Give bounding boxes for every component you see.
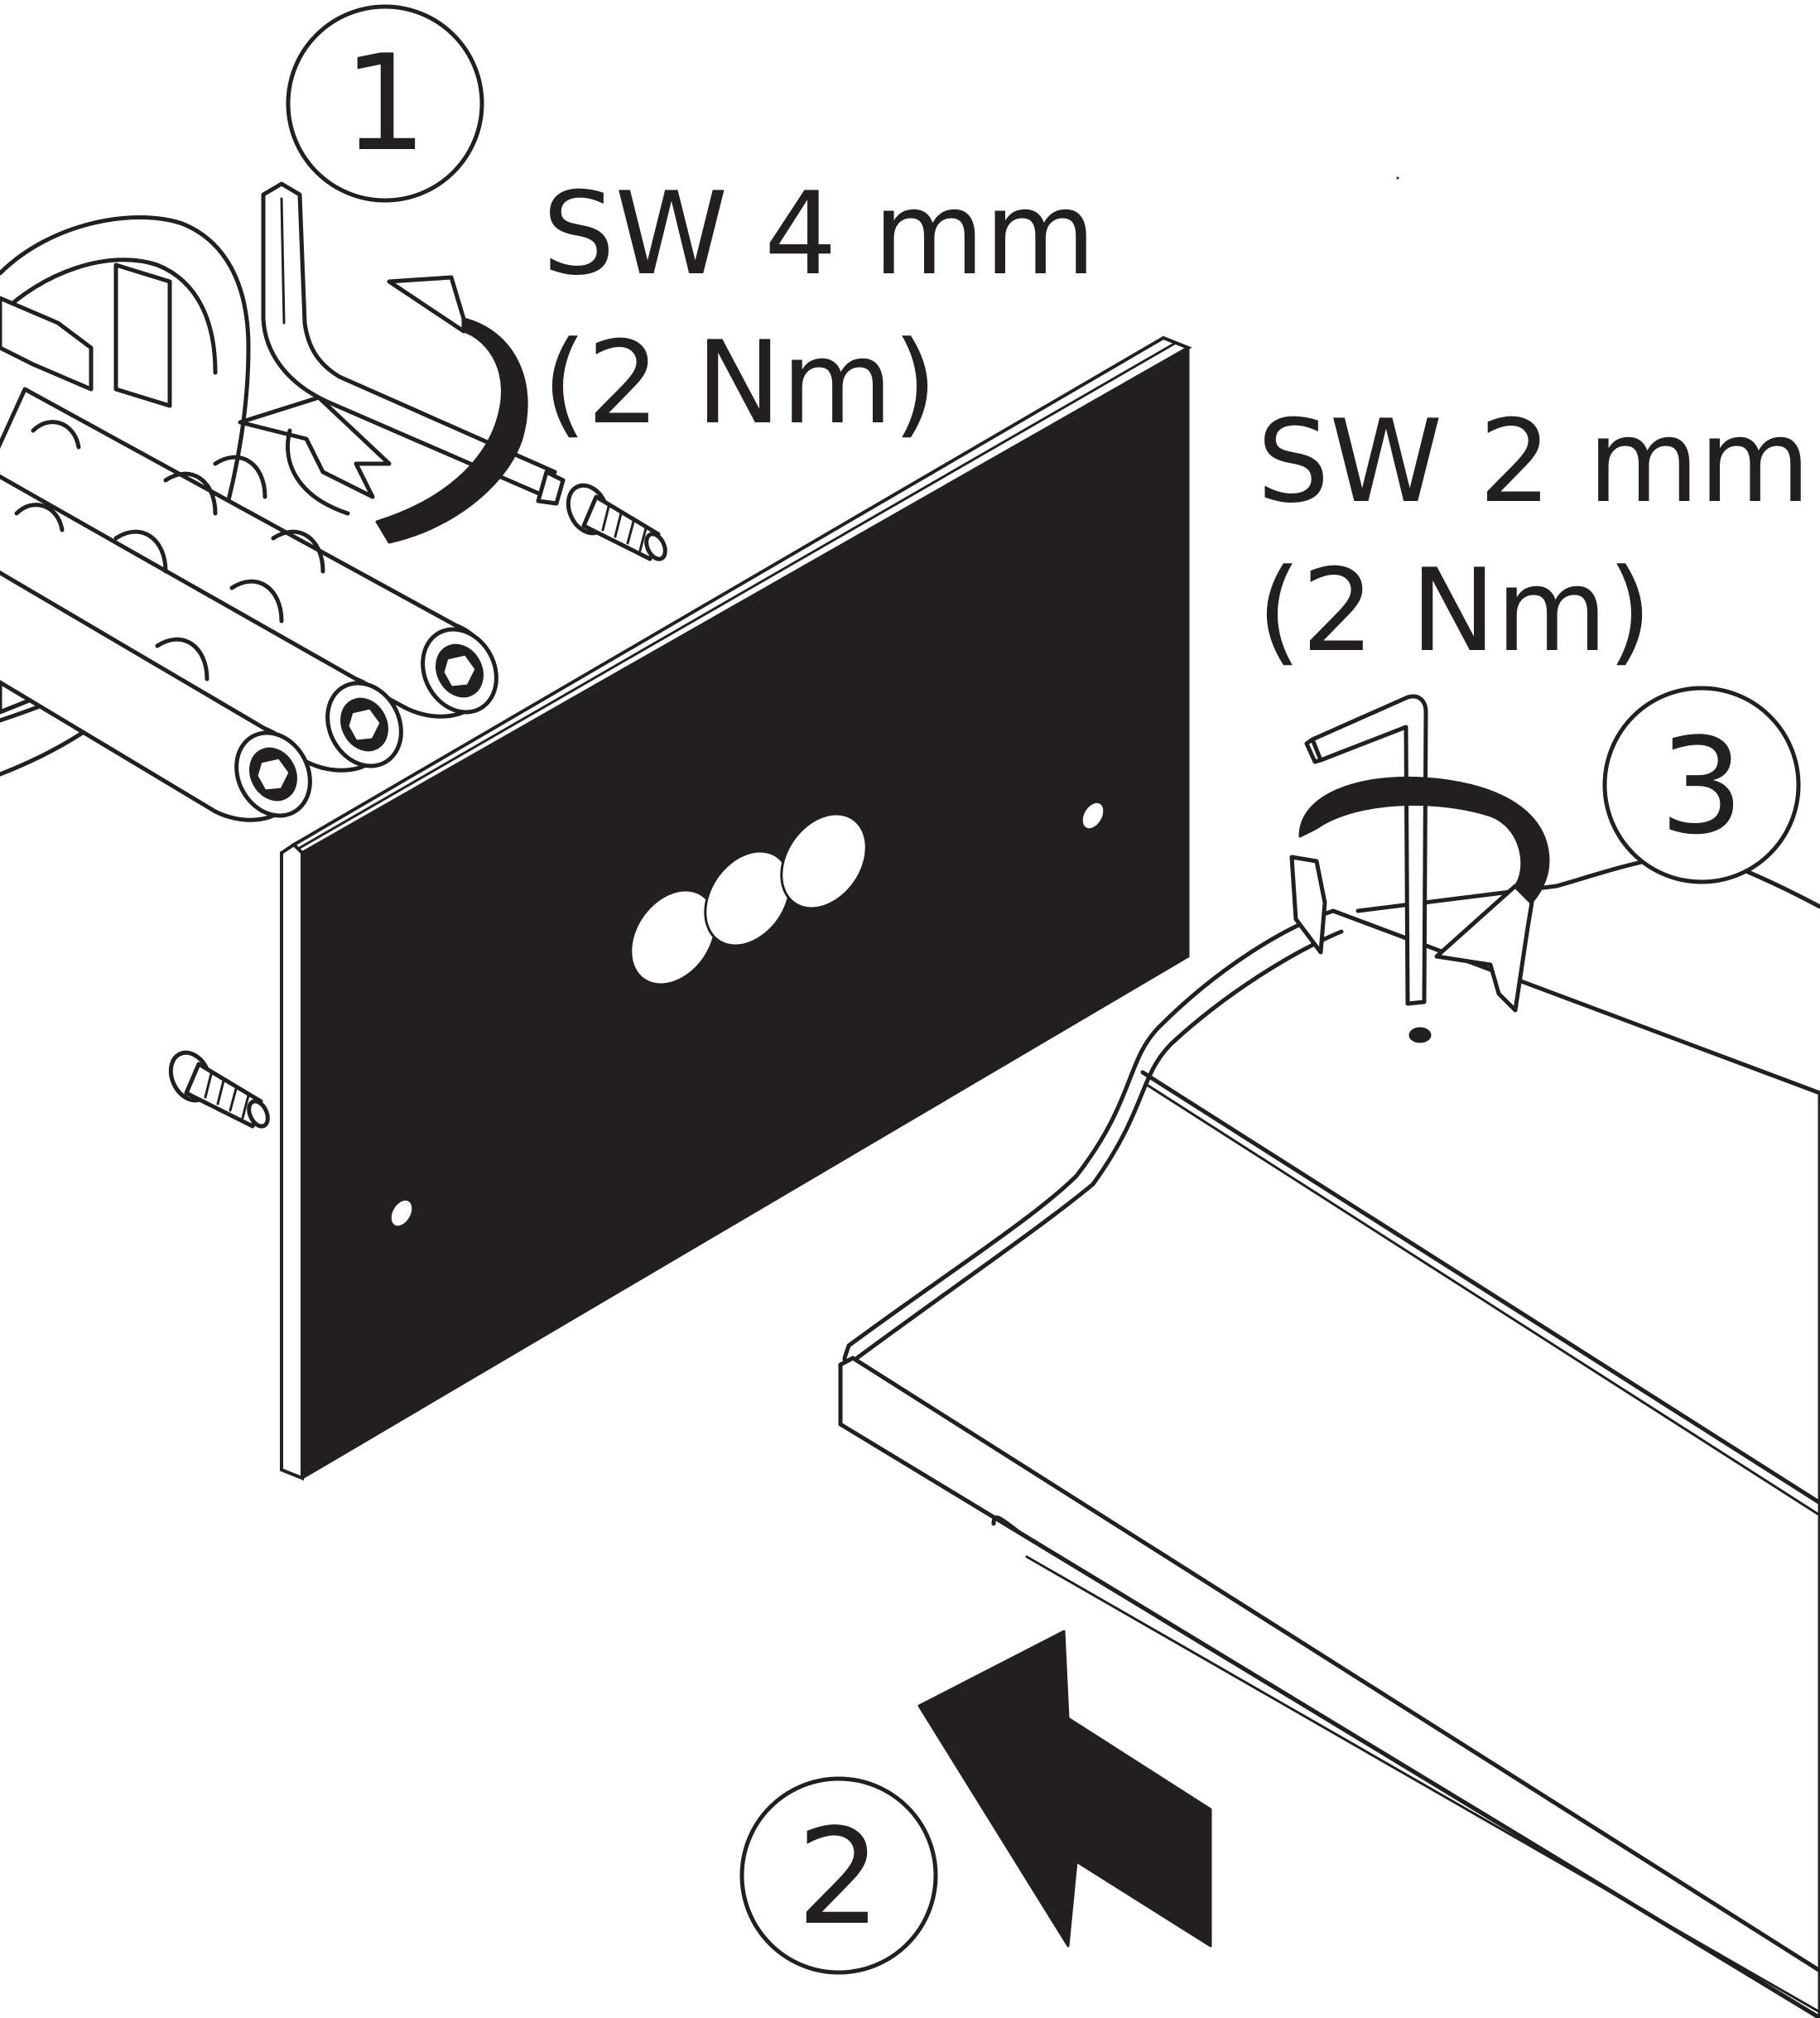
screw-upper: [566, 483, 667, 561]
rotation-arrow-large: [238, 275, 528, 544]
step-2-marker: 2: [739, 1776, 938, 1975]
cover-plate: [280, 335, 1192, 1481]
push-arrow: [917, 1630, 1212, 1948]
hex-key-large: [261, 181, 566, 506]
torque-label-small: (2 Nm): [1257, 544, 1652, 677]
cover-housing: [838, 854, 1820, 2018]
step-3-number: 3: [1659, 709, 1744, 864]
rotation-arrow-small: [1289, 776, 1550, 1013]
screw-lower: [168, 1050, 270, 1129]
hex-key-small: [1304, 176, 1428, 1006]
step-1-number: 1: [343, 26, 427, 181]
torque-label-large: (2 Nm): [542, 316, 937, 450]
wrench-size-label-large: SW 4 mm: [542, 167, 1095, 301]
step-3-marker: 3: [1602, 686, 1801, 884]
label-group-small-key: SW 2 mm (2 Nm): [1257, 395, 1810, 677]
step-1-marker: 1: [286, 4, 484, 203]
wrench-size-label-small: SW 2 mm: [1257, 395, 1810, 528]
step-2-number: 2: [797, 1799, 881, 1954]
label-group-large-key: SW 4 mm (2 Nm): [542, 167, 1095, 450]
cartridge-pipes: [0, 387, 498, 822]
